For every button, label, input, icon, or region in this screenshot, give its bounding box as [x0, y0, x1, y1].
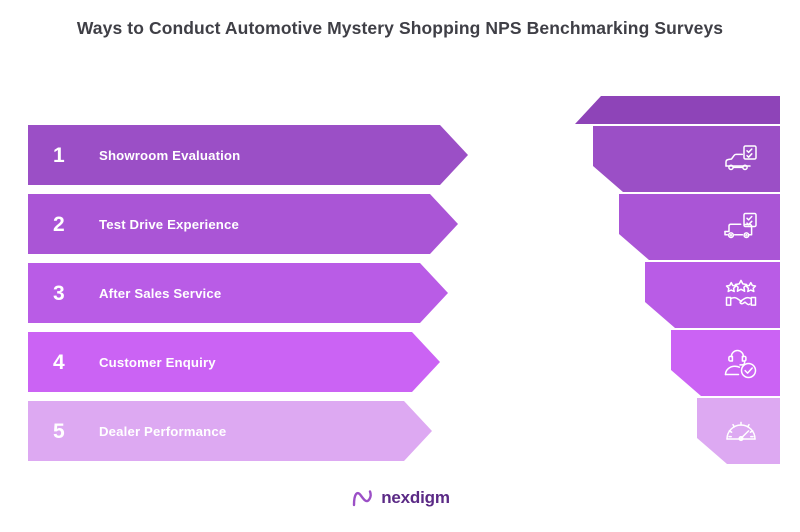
brand-logo: nexdigm	[0, 486, 800, 510]
ribbon-band[interactable]	[645, 262, 780, 328]
ribbon-top-cap-shape	[575, 96, 780, 124]
ribbon-band[interactable]	[671, 330, 780, 396]
step-arrow-shape	[28, 401, 432, 461]
step-number: 1	[53, 143, 65, 167]
ribbon-band[interactable]	[593, 126, 780, 192]
step-label: Dealer Performance	[99, 423, 227, 439]
step-arrow-bar[interactable]: 1 Showroom Evaluation	[28, 125, 468, 185]
steps-arrow-list: 1 Showroom Evaluation 2 Test Drive Experien…	[28, 125, 468, 463]
step-arrow-shape	[28, 125, 468, 185]
van-checklist-icon	[720, 206, 762, 248]
step-arrow-bar[interactable]: 5 Dealer Performance	[28, 401, 432, 461]
step-label: Test Drive Experience	[99, 216, 239, 232]
stars-handshake-icon	[720, 274, 762, 316]
ribbon-top-cap	[575, 96, 780, 124]
step-number: 2	[53, 212, 65, 236]
logo-text: nexdigm	[381, 488, 450, 507]
step-number: 3	[53, 281, 65, 305]
step-arrow-bar[interactable]: 3 After Sales Service	[28, 263, 448, 323]
step-arrow-bar[interactable]: 2 Test Drive Experience	[28, 194, 458, 254]
ribbon-band[interactable]	[619, 194, 780, 260]
speedometer-icon	[720, 410, 762, 452]
nexdigm-n-mark-icon	[353, 490, 373, 507]
ribbon-band-shape	[671, 330, 780, 396]
ribbon-band-shape	[645, 262, 780, 328]
step-arrow-shape	[28, 194, 458, 254]
step-arrow-shape	[28, 332, 440, 392]
page-title: Ways to Conduct Automotive Mystery Shopp…	[76, 18, 724, 38]
step-label: Customer Enquiry	[99, 354, 216, 370]
step-arrow-bar[interactable]: 4 Customer Enquiry	[28, 332, 440, 392]
icon-ribbon	[575, 96, 780, 464]
ribbon-band[interactable]	[697, 398, 780, 464]
step-number: 5	[53, 419, 65, 443]
step-number: 4	[53, 350, 65, 374]
step-label: Showroom Evaluation	[99, 147, 241, 163]
agent-headset-check-icon	[720, 342, 762, 384]
step-label: After Sales Service	[99, 285, 222, 301]
step-arrow-shape	[28, 263, 448, 323]
car-checklist-icon	[720, 138, 762, 180]
